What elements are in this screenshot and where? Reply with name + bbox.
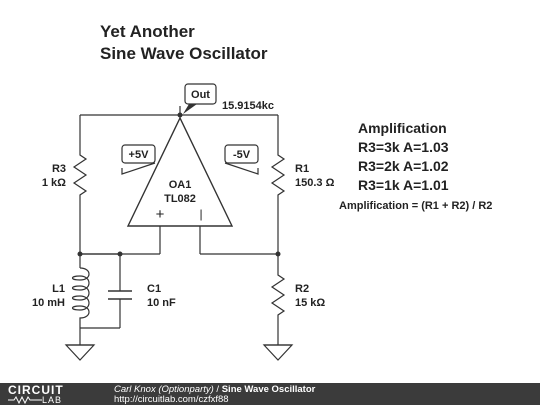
opamp-minus-input: | — [199, 207, 202, 221]
logo-top-text: CIRCUIT — [8, 383, 64, 397]
notes-line: R3=2k A=1.02 — [358, 158, 449, 174]
r3-resistor[interactable] — [72, 150, 88, 200]
negative-rail-label: -5V — [233, 149, 251, 161]
r2-value: 15 kΩ — [295, 297, 325, 309]
positive-rail-label: +5V — [129, 149, 150, 161]
ground-right — [262, 344, 294, 361]
r2-resistor[interactable] — [270, 270, 286, 320]
negative-rail-flag[interactable]: -5V — [224, 144, 259, 175]
probe-label: Out — [191, 89, 210, 101]
probe-frequency: 15.9154kc — [222, 100, 274, 112]
l1-name: L1 — [52, 283, 65, 295]
notes-heading: Amplification — [358, 120, 447, 136]
notes-line: R3=3k A=1.03 — [358, 139, 449, 155]
l1-value: 10 mH — [32, 297, 65, 309]
footer-author[interactable]: Carl Knox (Optionparty) — [114, 384, 214, 395]
opamp-plus-input: + — [156, 206, 165, 223]
r1-value: 150.3 Ω — [295, 177, 335, 189]
r3-value: 1 kΩ — [42, 177, 66, 189]
junction-dots — [77, 251, 281, 257]
positive-rail-flag[interactable]: +5V — [121, 144, 156, 175]
c1-name: C1 — [147, 283, 161, 295]
r1-resistor[interactable] — [270, 150, 286, 200]
wires — [79, 106, 279, 345]
title-line-2: Sine Wave Oscillator — [100, 44, 268, 63]
output-node-dot — [177, 112, 183, 118]
logo-bottom-text: LAB — [42, 395, 63, 405]
footer-separator: / — [213, 384, 222, 395]
circuitlab-logo[interactable]: CIRCUIT LAB — [8, 383, 104, 405]
c1-value: 10 nF — [147, 297, 176, 309]
l1-inductor[interactable] — [71, 267, 90, 328]
r3-name: R3 — [52, 163, 66, 175]
output-probe[interactable]: Out — [183, 83, 217, 114]
footer-url[interactable]: http://circuitlab.com/czfxf88 — [114, 394, 229, 405]
r2-name: R2 — [295, 283, 309, 295]
notes-line: R3=1k A=1.01 — [358, 177, 449, 193]
notes-formula: Amplification = (R1 + R2) / R2 — [339, 200, 492, 212]
opamp-name: OA1 — [169, 179, 192, 191]
opamp-part: TL082 — [164, 193, 196, 205]
footer-credit: Carl Knox (Optionparty) / Sine Wave Osci… — [114, 384, 315, 395]
ground-left — [64, 344, 96, 361]
schematic-diagram: Yet Another Sine Wave Oscillator OA1 TL0… — [32, 22, 492, 361]
c1-capacitor[interactable] — [108, 290, 132, 300]
logo-resistor-icon — [8, 396, 42, 404]
title-line-1: Yet Another — [100, 22, 195, 41]
footer-circuit-name[interactable]: Sine Wave Oscillator — [221, 384, 316, 395]
footer-bar: CIRCUIT LAB Carl Knox (Optionparty) / Si… — [0, 383, 540, 405]
opamp-symbol[interactable] — [126, 116, 234, 227]
r1-name: R1 — [295, 163, 309, 175]
